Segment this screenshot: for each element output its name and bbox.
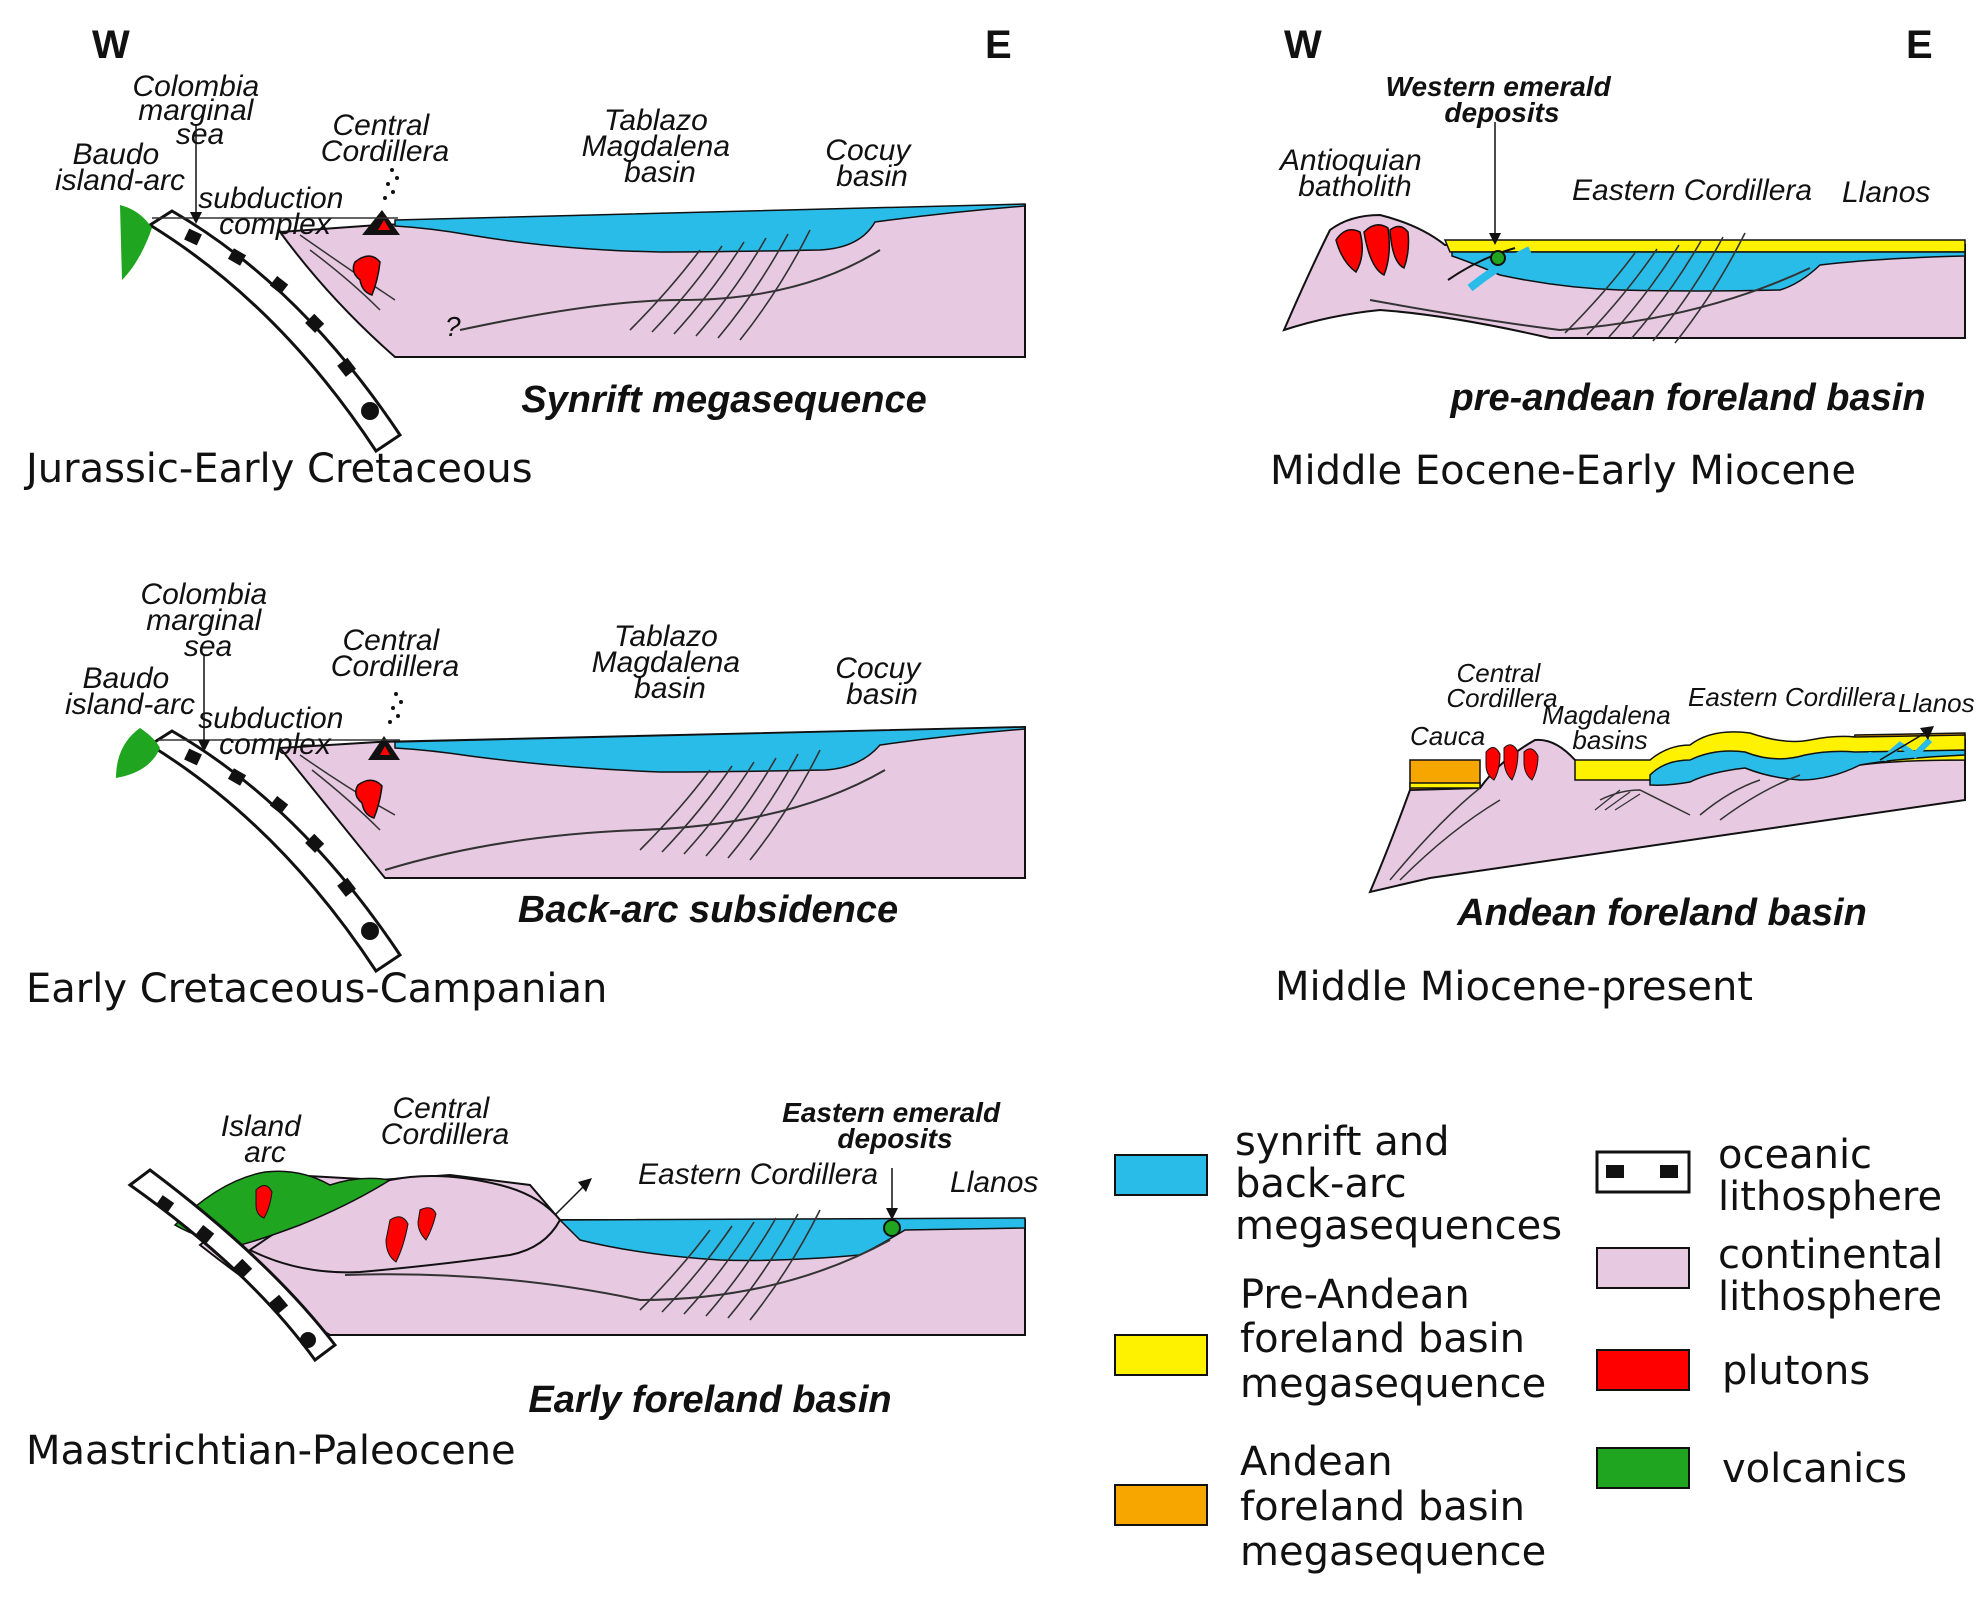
period-label-3: Maastrichtian-Paleocene — [26, 1428, 516, 1474]
legend-volcanics-label: volcanics — [1722, 1446, 1907, 1492]
panel-miocene: Central Cordillera Cauca Magdalena basin… — [1275, 658, 1975, 1010]
stage-title-4: pre-andean foreland basin — [1449, 377, 1925, 419]
legend-plutons-swatch — [1596, 1349, 1690, 1391]
legend-oceanic-label: oceanic lithosphere — [1718, 1132, 1942, 1220]
synrift-basin-1 — [394, 203, 1026, 253]
antioquian-batholith — [1335, 229, 1363, 274]
plutons-5 — [1485, 747, 1501, 781]
pluton-2 — [355, 779, 383, 819]
subduction-label: subduction complex — [198, 702, 351, 761]
oceanic-block-icon — [1660, 1165, 1678, 1178]
central-cordillera-label: Central Cordillera — [1446, 658, 1557, 713]
cocuy-label: Cocuy basin — [835, 652, 928, 711]
baudo-volcanics-1 — [120, 205, 152, 280]
eastern-cordillera-label: Eastern Cordillera — [638, 1158, 878, 1191]
west-label: W — [92, 23, 130, 67]
plutons-3c — [417, 1207, 437, 1241]
western-emerald-label: Western emerald deposits — [1386, 71, 1619, 128]
legend-pre-andean-label: Pre-Andean foreland basin megasequence — [1240, 1272, 1546, 1407]
stage-title-1: Synrift megasequence — [521, 379, 926, 421]
subduction-label: subduction complex — [198, 182, 351, 241]
panel-early-cretaceous: Colombia marginal sea Baudo island-arc s… — [26, 578, 1026, 1012]
eastern-cordillera-label: Eastern Cordillera — [1572, 174, 1812, 207]
baudo-label: Baudo island-arc — [55, 138, 185, 197]
colombia-sea-label: Colombia marginal sea — [132, 70, 267, 151]
question-mark: ? — [445, 311, 461, 342]
island-arc-label: Island arc — [221, 1110, 309, 1169]
plutons-3a — [255, 1185, 273, 1219]
cocuy-label: Cocuy basin — [825, 134, 918, 193]
legend-andean-swatch — [1114, 1484, 1208, 1526]
east-label: E — [985, 23, 1012, 67]
llanos-label: Llanos — [1842, 176, 1930, 209]
legend-pre-andean-swatch — [1114, 1334, 1208, 1376]
central-volcano-1 — [362, 210, 400, 235]
stage-title-3: Early foreland basin — [528, 1379, 891, 1421]
central-cordillera-label: Central Cordillera — [381, 1092, 509, 1151]
legend-volcanics-swatch — [1596, 1447, 1690, 1489]
stage-title-5: Andean foreland basin — [1456, 892, 1867, 934]
period-label-2: Early Cretaceous-Campanian — [26, 966, 607, 1012]
legend-continental-label: continental lithosphere — [1718, 1232, 1956, 1320]
pluton-1 — [352, 255, 381, 296]
backarc-basin-2 — [394, 726, 1026, 773]
central-cordillera-label: Central Cordillera — [331, 624, 459, 683]
plutons-3b — [385, 1216, 409, 1263]
eastern-emerald-deposit — [883, 1219, 901, 1237]
western-emerald-deposit — [1490, 250, 1506, 266]
legend-plutons-label: plutons — [1722, 1348, 1870, 1394]
tablazo-label: Tablazo Magdalena basin — [582, 104, 739, 189]
legend-continental-swatch — [1596, 1247, 1690, 1289]
panel-eocene: W E Western emerald deposits Antioquian … — [1270, 23, 1966, 494]
stage-title-2: Back-arc subsidence — [518, 889, 898, 931]
legend-andean-label: Andean foreland basin megasequence — [1240, 1439, 1546, 1575]
llanos-label: Llanos — [1898, 688, 1975, 718]
panel-jurassic: W E Colombia marginal sea Baudo island-a… — [23, 23, 1026, 492]
panel-maastrichtian: Island arc Central Cordillera Eastern Co… — [26, 1092, 1038, 1474]
oceanic-block-icon — [1606, 1165, 1624, 1178]
legend-synrift-label: synrift and back-arc megasequences — [1235, 1119, 1562, 1249]
colombia-sea-label: Colombia marginal sea — [140, 578, 275, 663]
llanos-label: Llanos — [950, 1166, 1038, 1199]
cauca-label: Cauca — [1410, 721, 1485, 751]
west-label: W — [1284, 23, 1322, 67]
tablazo-label: Tablazo Magdalena basin — [592, 620, 749, 705]
baudo-volcanics-2 — [116, 728, 160, 778]
period-label-1: Jurassic-Early Cretaceous — [23, 446, 533, 492]
legend-synrift-swatch — [1114, 1154, 1208, 1196]
magdalena-label: Magdalena basins — [1542, 700, 1678, 755]
period-label-4: Middle Eocene-Early Miocene — [1270, 448, 1856, 494]
central-cordillera-label: Central Cordillera — [321, 109, 449, 168]
eastern-cordillera-label: Eastern Cordillera — [1688, 682, 1896, 712]
eastern-emerald-label: Eastern emerald deposits — [782, 1097, 1008, 1154]
legend: synrift and back-arc megasequences Pre-A… — [1114, 1119, 1956, 1575]
baudo-label: Baudo island-arc — [65, 662, 195, 721]
east-label: E — [1906, 23, 1933, 67]
period-label-5: Middle Miocene-present — [1275, 964, 1753, 1010]
antioquian-label: Antioquian batholith — [1278, 144, 1430, 203]
